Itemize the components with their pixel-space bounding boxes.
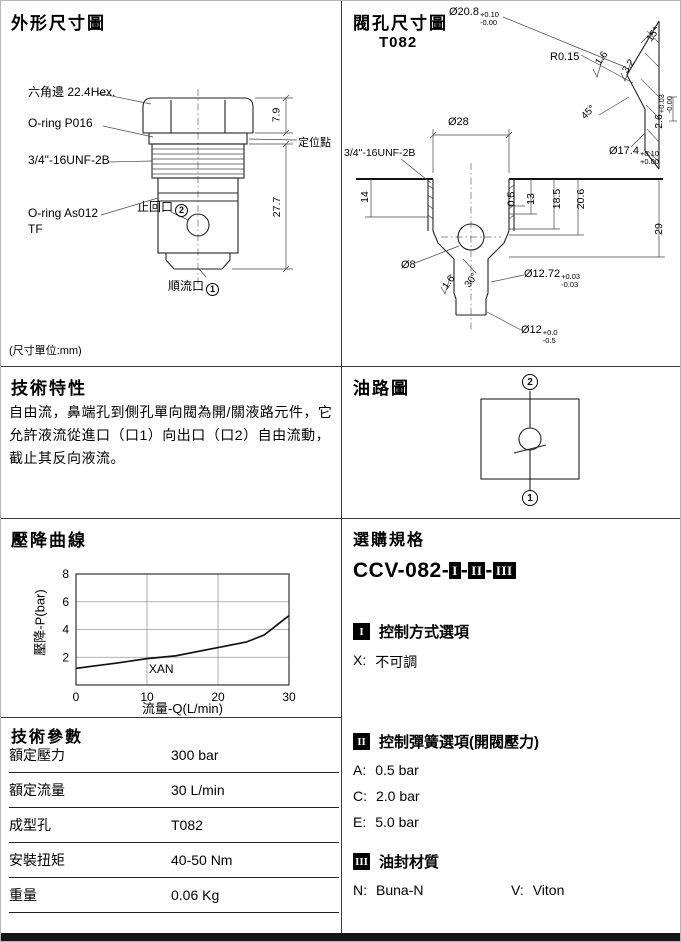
dim-head-height: 7.9 <box>270 107 283 123</box>
tf-label: TF <box>28 222 43 236</box>
dim-d8: Ø8 <box>401 259 416 271</box>
horizontal-divider-3 <box>1 717 341 718</box>
dim-d28: Ø28 <box>448 116 469 128</box>
ordering-group-3-heading: III 油封材質 <box>353 851 439 872</box>
option-v: V:Viton <box>511 882 565 898</box>
option-c: C:2.0 bar <box>353 788 420 804</box>
svg-text:6: 6 <box>62 595 69 609</box>
dim-26: 2.6+0.03-0.00 <box>652 94 674 129</box>
cavity-drawing <box>356 16 677 331</box>
model-code: CCV-082-I-II-III <box>353 559 516 583</box>
model-dash-1: - <box>460 559 469 582</box>
dim-20-6: 20.6 <box>575 188 588 210</box>
chart-y-axis-label: 壓降-P(bar) <box>32 589 48 656</box>
thread-spec-label: 3/4"-16UNF-2B <box>28 153 110 167</box>
dim-14: 14 <box>358 191 371 203</box>
dim-r015: R0.15 <box>550 51 580 63</box>
port-1-badge: 1 <box>206 282 220 296</box>
ordering-group-1-heading: I 控制方式選項 <box>353 621 469 642</box>
svg-text:XAN: XAN <box>149 662 174 676</box>
circuit-symbol <box>480 391 580 490</box>
svg-text:4: 4 <box>62 623 69 637</box>
group-1-title: 控制方式選項 <box>379 624 470 641</box>
model-prefix: CCV-082- <box>353 559 450 582</box>
group-2-badge: II <box>353 733 370 750</box>
circuit-port-1-badge: 1 <box>522 490 538 506</box>
svg-text:10: 10 <box>140 690 154 704</box>
group-3-title: 油封材質 <box>379 854 440 871</box>
dim-13: 13 <box>524 193 537 205</box>
features-body: 自由流，鼻端孔到側孔單向閥為開/關液路元件，它允許液流從進口（口1）向出口（口2… <box>9 404 333 466</box>
model-code-box-2: II <box>468 562 486 579</box>
chart-x-axis-label: 流量-Q(L/min) <box>142 701 223 716</box>
features-section-title: 技術特性 <box>11 379 87 398</box>
dim-29: 29 <box>652 223 665 235</box>
dim-18-5: 18.5 <box>551 188 564 210</box>
unit-note: (尺寸單位:mm) <box>9 345 82 357</box>
option-e: E:5.0 bar <box>353 814 419 830</box>
valve-outline-drawing <box>96 89 298 285</box>
vertical-divider <box>341 1 342 933</box>
circuit-port-2-badge: 2 <box>522 374 538 390</box>
ordering-section-title: 選購規格 <box>353 532 426 549</box>
dim-d20-8: Ø20.8+0.10-0.00 <box>449 6 499 27</box>
locating-point-label: 定位點 <box>298 137 331 149</box>
hex-size-label: 六角邊 22.4Hex. <box>28 85 116 99</box>
group-1-badge: I <box>353 623 370 640</box>
oring-as012-label: O-ring As012 <box>28 206 99 220</box>
outline-section-title: 外形尺寸圖 <box>11 14 106 33</box>
params-section-title: 技術參數 <box>11 729 84 746</box>
option-x: X:不可調 <box>353 652 418 670</box>
option-n: N:Buna-N <box>353 882 424 898</box>
circuit-section-title: 油路圖 <box>353 379 410 398</box>
port-2-badge: 2 <box>175 203 189 217</box>
horizontal-divider-1 <box>1 366 680 367</box>
dim-body-height: 27.7 <box>271 196 284 218</box>
cavity-section-title: 閥孔尺寸圖 <box>353 14 448 33</box>
group-3-badge: III <box>353 853 370 870</box>
svg-text:2: 2 <box>62 650 69 664</box>
model-code-box-3: III <box>492 562 516 579</box>
dim-d12: Ø12+0.0-0.5 <box>521 324 558 345</box>
dim-05: 0.5 <box>505 191 518 207</box>
svg-text:8: 8 <box>62 567 69 581</box>
curve-section-title: 壓降曲線 <box>11 531 87 550</box>
model-code-box-1: I <box>449 562 461 579</box>
group-2-title: 控制彈簧選項(開閥壓力) <box>379 734 539 751</box>
horizontal-divider-2 <box>1 518 680 519</box>
svg-text:20: 20 <box>211 690 225 704</box>
model-dash-2: - <box>485 559 493 582</box>
ordering-group-2-heading: II 控制彈簧選項(開閥壓力) <box>353 731 539 752</box>
cavity-code: T082 <box>379 34 418 51</box>
dim-d12-72: Ø12.72+0.03-0.03 <box>524 268 581 289</box>
bottom-bar <box>1 933 680 941</box>
cavity-thread-label: 3/4"-16UNF-2B <box>344 147 416 159</box>
option-a: A:0.5 bar <box>353 762 419 778</box>
svg-text:30: 30 <box>282 690 296 704</box>
dim-d17-4: Ø17.4+0.10+0.00 <box>609 145 659 166</box>
oring-p016-label: O-ring P016 <box>28 116 93 130</box>
svg-text:0: 0 <box>73 690 80 704</box>
